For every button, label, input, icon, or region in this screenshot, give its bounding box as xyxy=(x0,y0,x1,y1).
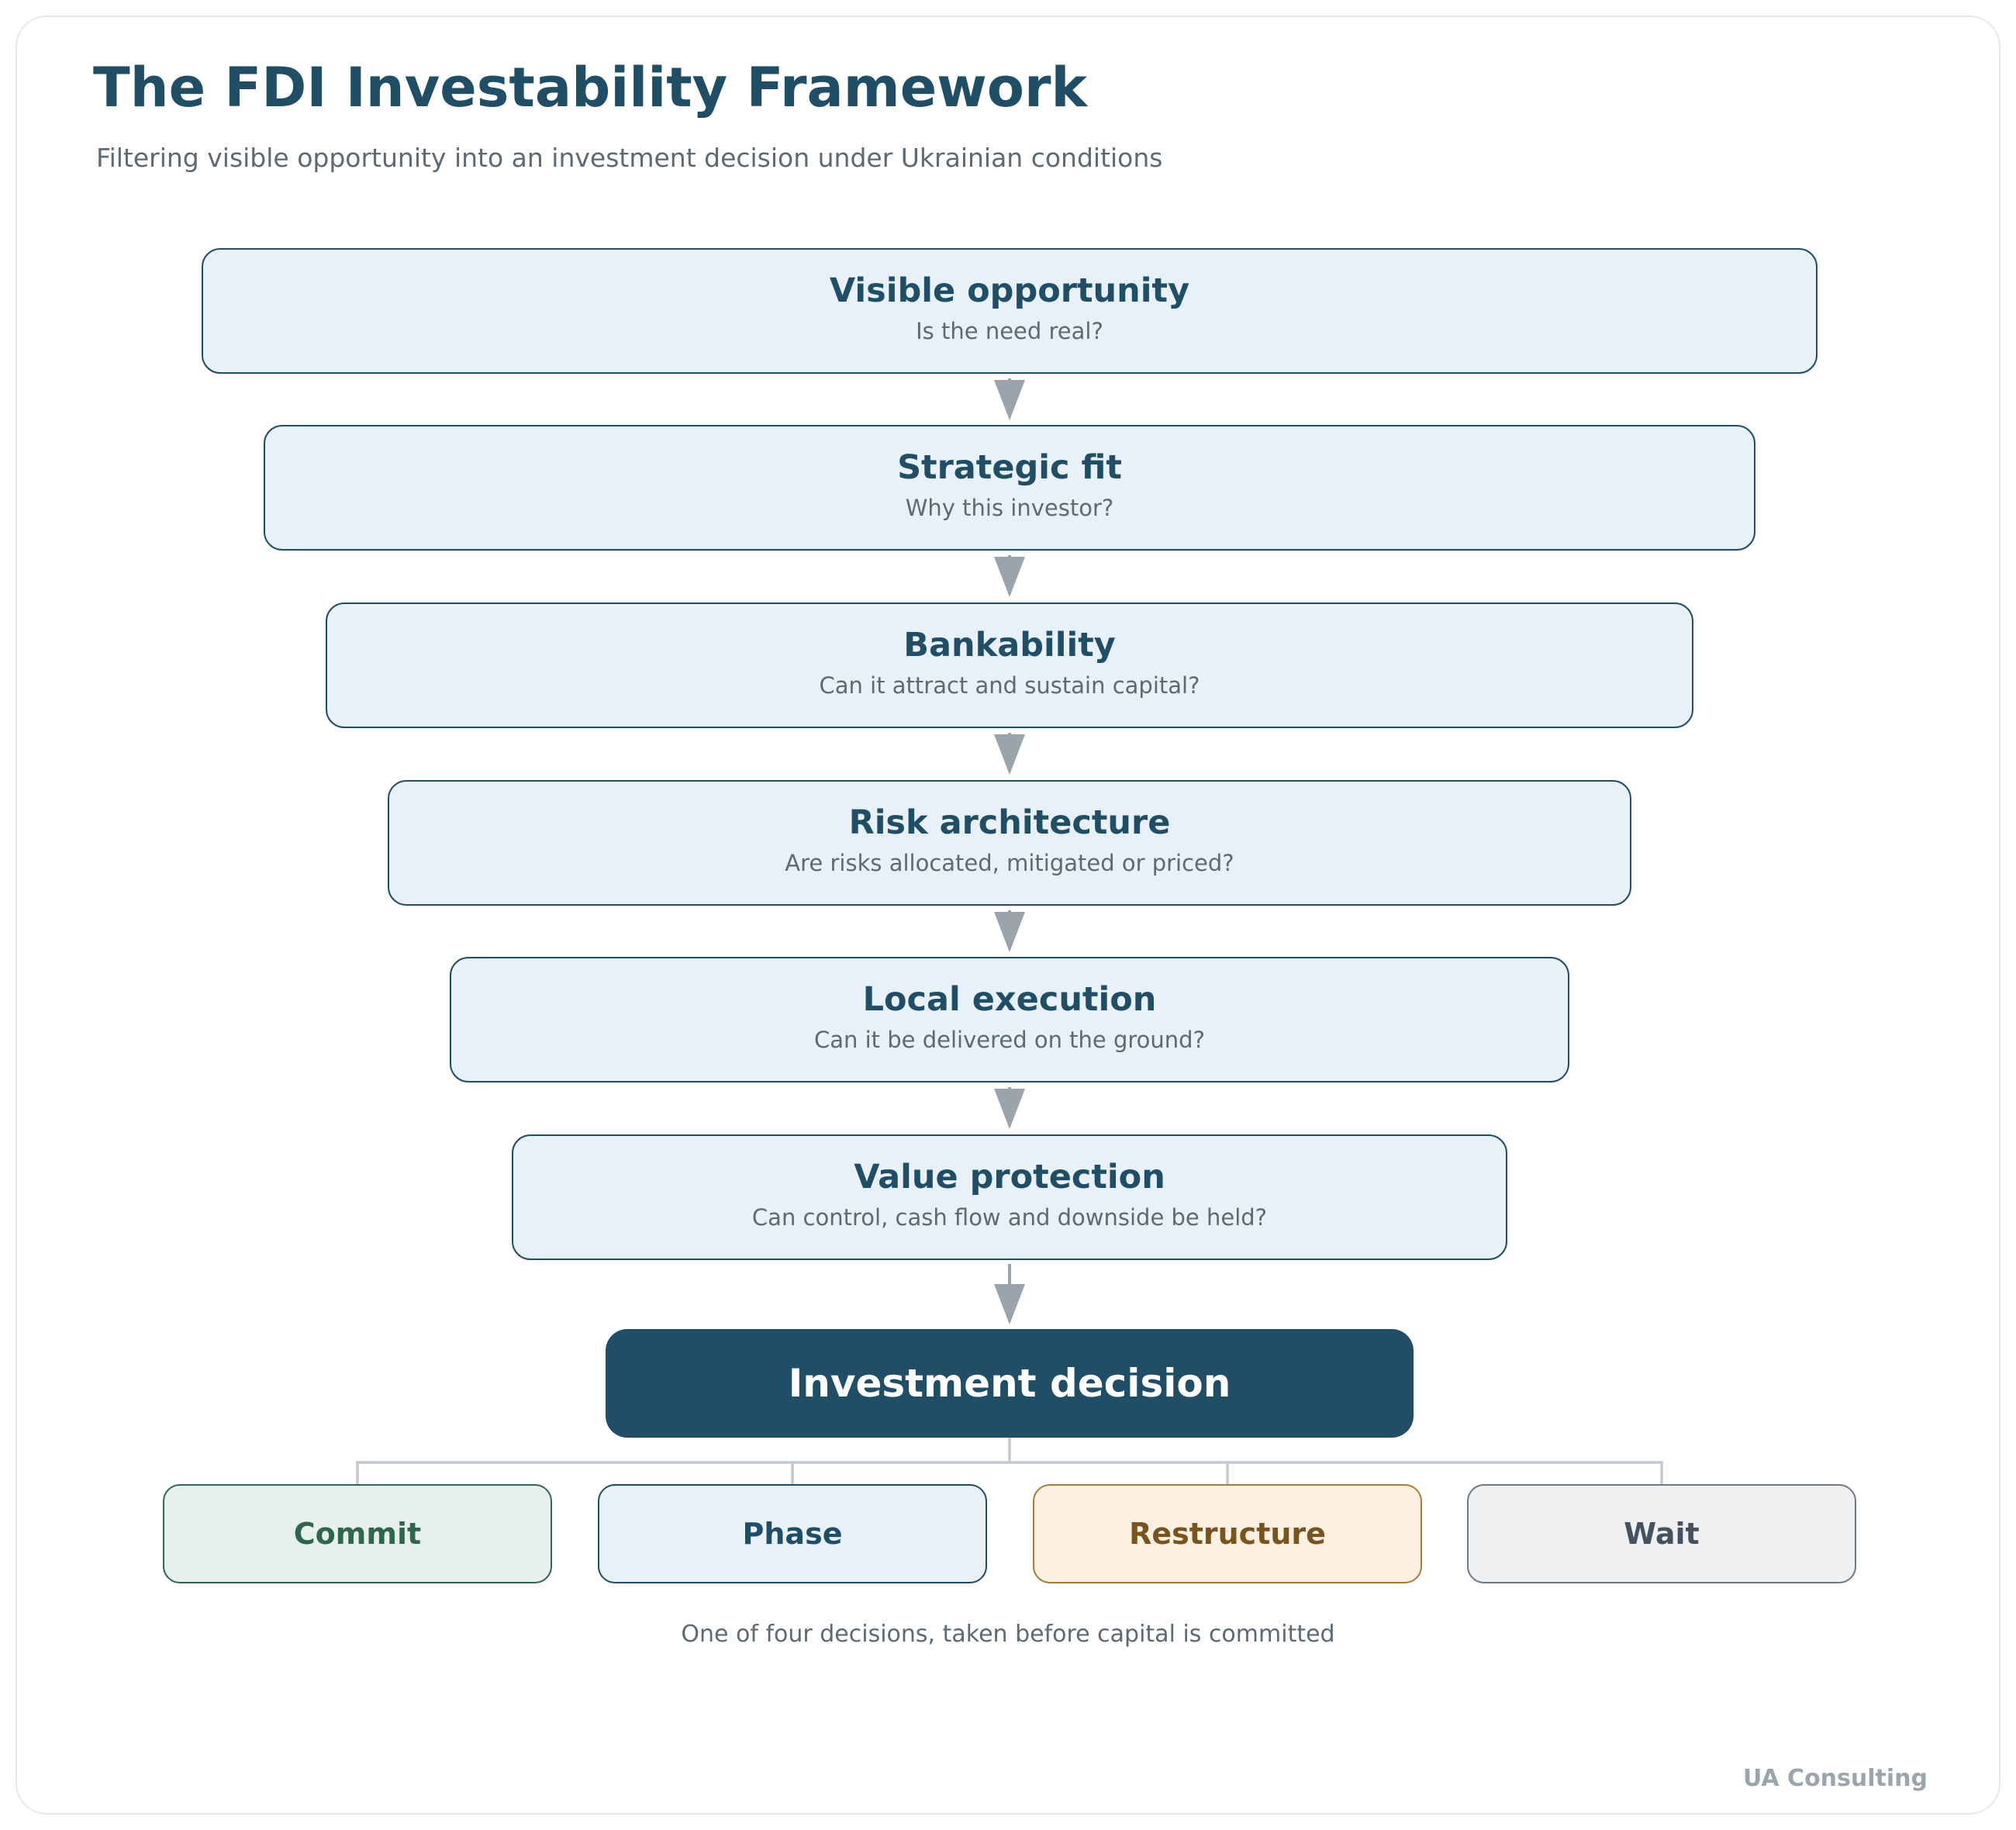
outcome-restructure: Restructure xyxy=(1033,1484,1422,1583)
investment-decision-box: Investment decision xyxy=(606,1329,1414,1438)
stage-title: Visible opportunity xyxy=(829,271,1190,310)
stage-question: Are risks allocated, mitigated or priced… xyxy=(785,850,1234,876)
outcome-commit: Commit xyxy=(163,1484,552,1583)
stage-title: Risk architecture xyxy=(848,803,1171,842)
stage-strategic-fit: Strategic fit Why this investor? xyxy=(264,425,1755,551)
stage-bankability: Bankability Can it attract and sustain c… xyxy=(326,603,1693,728)
stage-title: Bankability xyxy=(903,626,1116,665)
down-arrow-icon xyxy=(994,1264,1025,1324)
down-arrow-icon xyxy=(994,910,1025,952)
stage-visible-opportunity: Visible opportunity Is the need real? xyxy=(202,248,1818,374)
outcome-wait: Wait xyxy=(1467,1484,1856,1583)
stage-question: Can control, cash flow and downside be h… xyxy=(751,1204,1268,1231)
stage-risk-architecture: Risk architecture Are risks allocated, m… xyxy=(388,780,1631,906)
stage-local-execution: Local execution Can it be delivered on t… xyxy=(450,957,1569,1082)
down-arrow-icon xyxy=(994,733,1025,775)
stage-value-protection: Value protection Can control, cash flow … xyxy=(512,1134,1507,1260)
down-arrow-icon xyxy=(994,1087,1025,1129)
page-subtitle: Filtering visible opportunity into an in… xyxy=(96,143,1163,173)
brand-label: UA Consulting xyxy=(1742,1765,1928,1792)
decision-caption: One of four decisions, taken before capi… xyxy=(681,1621,1335,1648)
stage-title: Local execution xyxy=(862,980,1157,1019)
stage-title: Value protection xyxy=(854,1158,1165,1196)
stage-question: Can it attract and sustain capital? xyxy=(819,672,1200,699)
stage-title: Strategic fit xyxy=(897,448,1122,487)
page-title: The FDI Investability Framework xyxy=(93,56,1088,119)
stage-question: Why this investor? xyxy=(905,495,1114,521)
stage-question: Is the need real? xyxy=(916,318,1103,344)
down-arrow-icon xyxy=(994,555,1025,597)
stage-question: Can it be delivered on the ground? xyxy=(813,1027,1205,1053)
down-arrow-icon xyxy=(994,378,1025,420)
outcome-phase: Phase xyxy=(598,1484,987,1583)
